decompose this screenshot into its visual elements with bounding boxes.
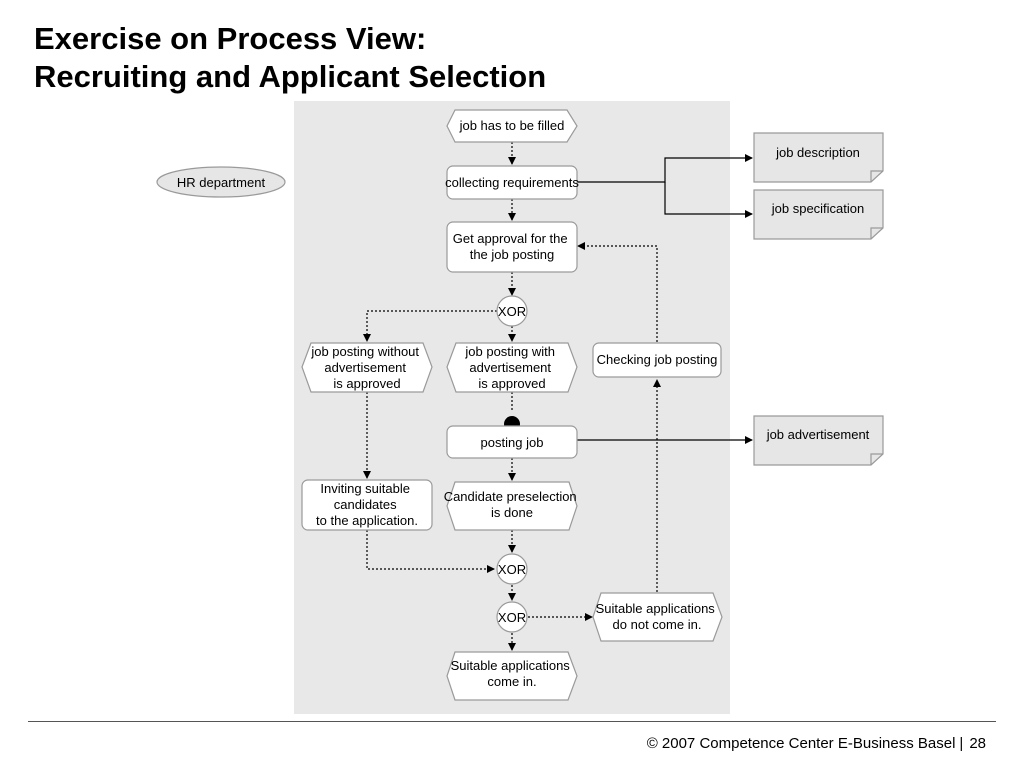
document-job-description: job description: [753, 132, 884, 183]
svg-text:Checking job posting: Checking job posting: [597, 352, 718, 367]
event-come-in-line-1: Suitable applications: [451, 658, 571, 673]
function-approval-line-2: the job posting: [470, 247, 555, 262]
svg-text:Candidate preselection i: Candidate preselection is done: [444, 489, 581, 520]
function-inviting-line-1: Inviting suitable: [320, 481, 410, 496]
event-not-come-in-line-2: do not come in.: [613, 617, 702, 632]
svg-text:Inviting suitable candid: Inviting suitable candidates to the appl…: [316, 481, 418, 528]
event-with-ad-line-2: advertisement: [469, 360, 551, 375]
footer-divider: [28, 721, 996, 722]
event-come-in: Suitable applications come in.: [446, 651, 578, 701]
svg-text:Suitable applications co: Suitable applications come in.: [451, 658, 574, 689]
xor-connector-3: XOR: [496, 601, 528, 633]
svg-text:job posting without adve: job posting without advertisement is app…: [310, 344, 422, 391]
event-without-ad-line-3: is approved: [333, 376, 400, 391]
slide-title-line-2: Recruiting and Applicant Selection: [34, 59, 547, 94]
function-posting-job: posting job: [446, 425, 578, 459]
svg-text:job posting with adverti: job posting with advertisement is approv…: [464, 344, 558, 391]
function-inviting-line-3: to the application.: [316, 513, 418, 528]
event-without-ad-line-1: job posting without: [310, 344, 419, 359]
function-collecting-requirements: collecting requirements: [445, 165, 579, 200]
function-approval-line-1: Get approval for the: [453, 231, 568, 246]
svg-text:Suitable applications do: Suitable applications do not come in.: [596, 601, 719, 632]
event-with-ad-line-3: is approved: [478, 376, 545, 391]
event-not-come-in-line-1: Suitable applications: [596, 601, 716, 616]
event-job-has-to-be-filled: job has to be filled: [446, 109, 578, 143]
event-preselection-line-1: Candidate preselection: [444, 489, 577, 504]
event-without-ad-line-2: advertisement: [324, 360, 406, 375]
flow-inviting-to-xor2: [366, 530, 495, 573]
slide-title-line-1: Exercise on Process View:: [34, 21, 427, 56]
xor-connector-1-label: XOR: [498, 304, 526, 319]
output-to-job-specification: [664, 182, 753, 218]
event-with-advertisement: job posting with advertisement is approv…: [446, 342, 578, 393]
function-posting-line-1: posting job: [481, 435, 544, 450]
svg-text:job has to be filled: job has to be filled: [459, 118, 565, 133]
function-checking-job-posting: Checking job posting: [592, 342, 722, 378]
footer-page-number: 28: [969, 735, 986, 752]
event-preselection-done: Candidate preselection is done: [444, 481, 581, 531]
document-job-advertisement-label: job advertisement: [766, 427, 870, 442]
xor-connector-2-label: XOR: [498, 562, 526, 577]
slide-title: Exercise on Process View: Recruiting and…: [34, 20, 546, 96]
event-with-ad-line-1: job posting with: [464, 344, 555, 359]
function-collecting-line-1: collecting requirements: [445, 175, 579, 190]
svg-text:collecting requirements: collecting requirements: [445, 175, 579, 190]
footer-separator: |: [959, 735, 964, 752]
function-get-approval: Get approval for the the job posting: [446, 221, 578, 273]
event-come-in-line-2: come in.: [487, 674, 536, 689]
event-not-come-in: Suitable applications do not come in.: [592, 592, 723, 642]
svg-text:posting job: posting job: [481, 435, 544, 450]
xor-connector-2: XOR: [496, 553, 528, 585]
connection-lines: [363, 142, 753, 651]
flow-checking-to-approval: [577, 242, 658, 342]
org-unit-label: HR department: [177, 175, 266, 190]
slide-footer: © 2007 Competence Center E-Business Base…: [647, 735, 986, 752]
function-inviting-candidates: Inviting suitable candidates to the appl…: [301, 479, 433, 531]
document-job-advertisement: job advertisement: [753, 415, 884, 466]
event-preselection-line-2: is done: [491, 505, 533, 520]
xor-connector-1: XOR: [496, 295, 528, 327]
org-unit-hr-department: HR department: [156, 166, 286, 198]
footer-copyright: © 2007 Competence Center E-Business Base…: [646, 735, 956, 752]
document-job-specification-label: job specification: [771, 201, 865, 216]
event-job-has-to-be-filled-line-1: job has to be filled: [459, 118, 565, 133]
event-without-advertisement: job posting without advertisement is app…: [301, 342, 433, 393]
xor-connector-3-label: XOR: [498, 610, 526, 625]
svg-text:Get approval for the the: Get approval for the the job posting: [453, 231, 572, 262]
output-to-job-description: [577, 154, 753, 183]
function-inviting-line-2: candidates: [334, 497, 397, 512]
flow-xor1-to-without-ad: [363, 310, 497, 342]
function-checking-line-1: Checking job posting: [597, 352, 718, 367]
document-job-specification: job specification: [753, 189, 884, 240]
document-job-description-label: job description: [775, 145, 860, 160]
